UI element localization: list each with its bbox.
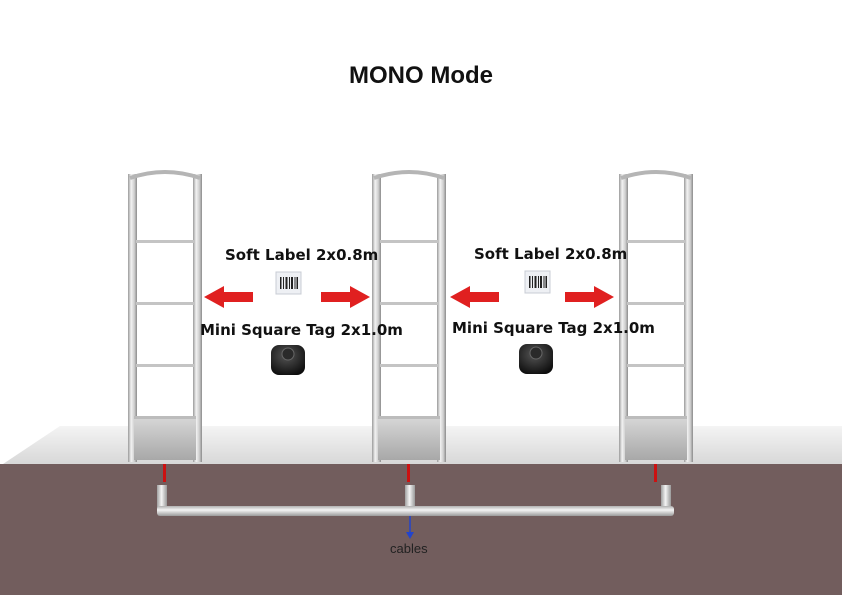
barcode-label-icon [524,270,551,294]
conduit-riser-center [405,485,415,509]
antenna-gate-left [128,170,202,482]
cable-arrow-head-icon [406,532,414,539]
square-hard-tag-icon [519,344,553,374]
cable-conduit [157,485,674,539]
conduit-riser-right [661,485,671,509]
soft-label-caption-left: Soft Label 2x0.8m [225,246,379,264]
red-arrows [204,286,614,308]
antenna-gate-right [619,170,693,482]
floor-front [0,464,842,595]
conduit-riser-left [157,485,167,509]
antenna-gate-center [372,170,446,482]
tag-caption-left: Mini Square Tag 2x1.0m [200,321,403,339]
diagram-title: MONO Mode [349,62,493,89]
soft-label-caption-right: Soft Label 2x0.8m [474,245,628,263]
red-arrow-icon [450,286,499,308]
conduit-horizontal-pipe [157,506,674,516]
red-arrow-icon [321,286,370,308]
barcode-label-icon [275,271,302,295]
cables-label: cables [390,541,428,556]
red-arrow-icon [565,286,614,308]
red-arrow-icon [204,286,253,308]
tag-caption-right: Mini Square Tag 2x1.0m [452,319,655,337]
square-hard-tag-icon [271,345,305,375]
